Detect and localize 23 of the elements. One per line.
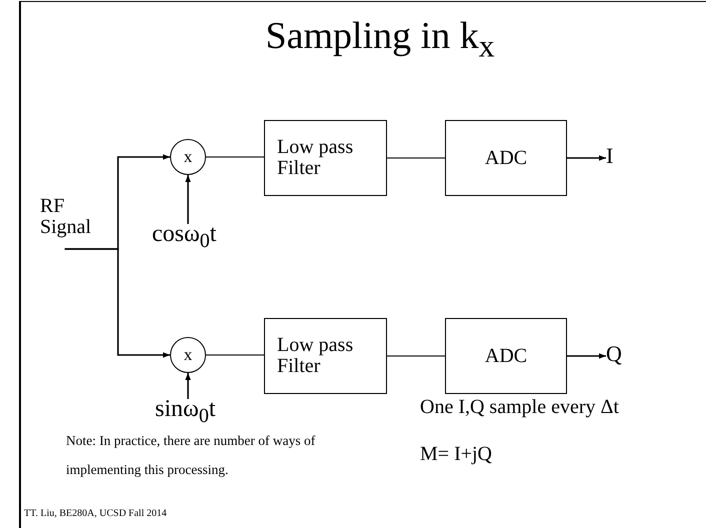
arrow bbox=[64, 248, 170, 358]
adc-box: ADC bbox=[445, 120, 567, 196]
signal-label: cosω$_{0}$t bbox=[152, 222, 238, 258]
connector-line bbox=[206, 354, 264, 356]
signal-label: sinω$_{0}$t bbox=[155, 397, 241, 429]
mixer-circle: x bbox=[170, 139, 206, 175]
sampling-note: One I,Q sample every Δt bbox=[420, 395, 620, 420]
arrow bbox=[185, 373, 191, 399]
signal-label: I bbox=[606, 144, 624, 170]
mixer-circle: x bbox=[170, 337, 206, 373]
note-text: Note: In practice, there are number of ways of implementing this processing. bbox=[66, 432, 316, 479]
adc-box: ADC bbox=[445, 318, 567, 394]
signal-label: Q bbox=[606, 342, 630, 368]
arrow bbox=[567, 353, 606, 359]
connector-line bbox=[206, 156, 264, 158]
footer-text: TT. Liu, BE280A, UCSD Fall 2014 bbox=[24, 507, 168, 521]
arrow bbox=[567, 155, 606, 161]
filter-box: Low pass Filter bbox=[264, 120, 387, 196]
filter-box: Low pass Filter bbox=[264, 318, 387, 394]
arrow bbox=[185, 175, 191, 224]
slide-title: Sampling in k$_{x}$ bbox=[264, 14, 496, 66]
equation-text: M= I+jQ bbox=[420, 442, 494, 467]
signal-label: RF Signal bbox=[40, 196, 102, 249]
